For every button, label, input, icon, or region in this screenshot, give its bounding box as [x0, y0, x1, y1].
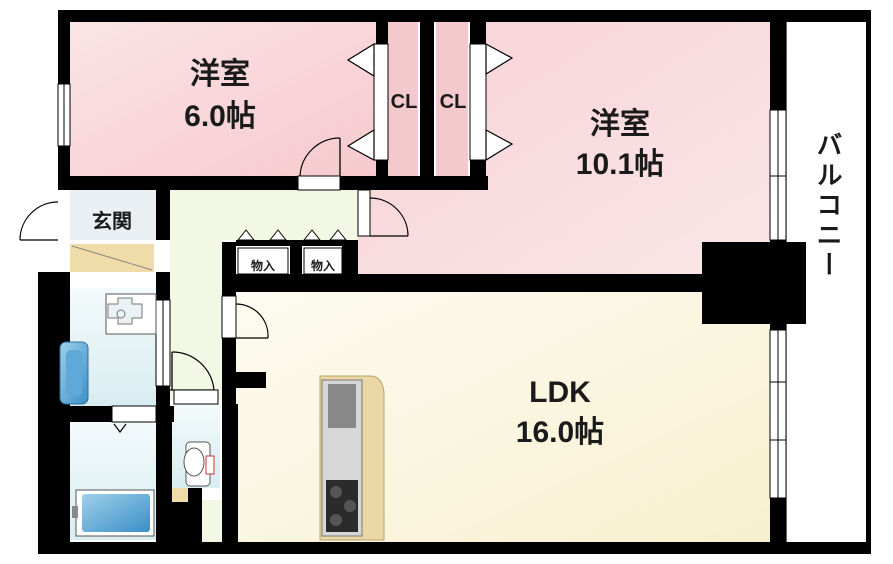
- hallway-floor: [158, 190, 358, 542]
- balcony-rail: [866, 22, 871, 542]
- toilet-icon: [172, 441, 215, 502]
- western-room-small-floor: [70, 22, 376, 176]
- stove-icon: [326, 480, 358, 532]
- entrance-step-diagonal: [71, 245, 153, 271]
- balcony-bottom-wall: [786, 542, 871, 554]
- storage-doors: [236, 229, 348, 241]
- wall-ldk-top: [222, 274, 782, 292]
- door-entrance: [19, 190, 70, 241]
- door-small-room: [297, 137, 341, 191]
- storage-1-cell: [237, 247, 289, 275]
- wall-closet-mid: [420, 10, 434, 190]
- door-bath: [111, 405, 157, 433]
- ldk-floor: [236, 292, 770, 542]
- storage-1-label: 物入: [251, 258, 275, 273]
- closet-right-doors: [469, 42, 514, 162]
- western-room-large-floor: [358, 22, 770, 278]
- closet-right-floor: [436, 22, 468, 176]
- western-room-small-size: 6.0帖: [184, 100, 256, 133]
- western-room-large-size: 10.1帖: [576, 148, 664, 181]
- closet-left-floor: [388, 22, 418, 176]
- entrance-label: 玄関: [92, 209, 132, 233]
- door-toilet: [173, 389, 219, 405]
- ldk-size: 16.0帖: [516, 416, 604, 449]
- wall-storage-divider: [290, 242, 302, 276]
- ldk-name: LDK: [529, 376, 591, 409]
- wall-hall-stub: [222, 372, 266, 388]
- window-ldk: [769, 329, 787, 499]
- bathtub-icon: [72, 489, 155, 537]
- wall-ldk-left: [222, 404, 238, 554]
- wall-bottom: [38, 542, 786, 554]
- entrance-floor: [70, 190, 158, 240]
- wall-storage-top: [236, 240, 358, 246]
- wall-left-notch: [38, 272, 68, 288]
- balcony-top-wall: [786, 10, 871, 22]
- closet-right-label: CL: [440, 91, 467, 113]
- storage-2-label: 物入: [311, 258, 335, 273]
- western-room-small-name: 洋室: [190, 57, 250, 91]
- window-large-room: [769, 109, 787, 241]
- wall-entrance-right: [156, 190, 170, 240]
- balcony-label: バルコニー: [813, 131, 843, 281]
- door-large-room: [357, 189, 409, 237]
- window-left-room: [57, 83, 71, 147]
- western-room-large-name: 洋室: [590, 107, 650, 141]
- door-ldk: [221, 295, 269, 339]
- storage-2-cell: [303, 247, 343, 275]
- washbasin-icon: [105, 293, 157, 335]
- structural-column: [702, 242, 806, 324]
- wall-storage-right: [342, 240, 358, 280]
- washing-machine-icon: [59, 341, 89, 405]
- closet-left-label: CL: [391, 91, 418, 113]
- closet-left-doors: [346, 42, 389, 162]
- window-washroom: [155, 299, 171, 387]
- wall-bath-right: [156, 406, 172, 554]
